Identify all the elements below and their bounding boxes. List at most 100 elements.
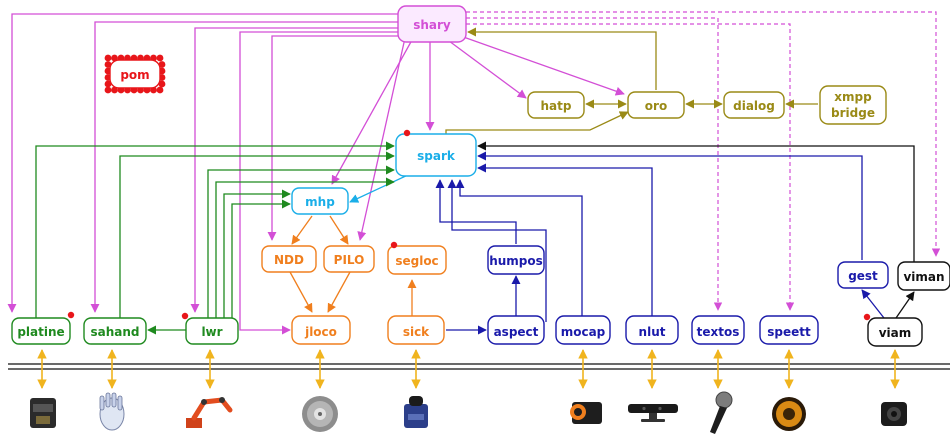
node-label: dialog bbox=[733, 99, 775, 113]
node-label: PILO bbox=[334, 253, 365, 267]
node-label: textos bbox=[697, 325, 740, 339]
node-label: segloc bbox=[395, 254, 438, 268]
node-label: viam bbox=[879, 326, 912, 340]
status-dot bbox=[67, 311, 75, 319]
edge-lwr-spark-a bbox=[207, 165, 395, 318]
node-viam[interactable]: viam bbox=[863, 313, 923, 347]
edge-lwr-mhp-a bbox=[223, 189, 291, 318]
node-nlut[interactable]: nlut bbox=[625, 315, 679, 345]
pom-border-dot bbox=[158, 80, 166, 88]
device-icons bbox=[30, 391, 907, 434]
node-aspect[interactable]: aspect bbox=[487, 315, 545, 345]
node-sahand[interactable]: sahand bbox=[83, 317, 147, 345]
edge-shary-pilo bbox=[357, 37, 406, 241]
edge-shary-ndd bbox=[267, 35, 398, 241]
edge-shary-sahand bbox=[90, 21, 398, 313]
node-hatp[interactable]: hatp bbox=[527, 91, 585, 119]
edge-shary-viman bbox=[466, 11, 941, 257]
node-label: NDD bbox=[274, 253, 304, 267]
edge-lwr-mhp-b bbox=[231, 199, 291, 318]
node-label: gest bbox=[848, 269, 878, 283]
edge-sahand-spark bbox=[119, 151, 395, 318]
pom-border-dot bbox=[104, 54, 112, 62]
edge-spark-mhp bbox=[349, 173, 411, 203]
hardware-bus bbox=[8, 363, 950, 370]
edge-ndd-jloco bbox=[289, 271, 313, 313]
pom-border-dot bbox=[156, 86, 164, 94]
node-label: jloco bbox=[304, 325, 337, 339]
node-label: oro bbox=[645, 99, 667, 113]
edge-shary-jloco bbox=[239, 31, 398, 335]
node-platine[interactable]: platine bbox=[11, 311, 75, 345]
wheel-device-icon bbox=[302, 396, 338, 432]
node-spark[interactable]: spark bbox=[395, 129, 477, 177]
node-humpos[interactable]: humpos bbox=[487, 245, 545, 275]
node-oro[interactable]: oro bbox=[627, 91, 685, 119]
node-label-line2: bridge bbox=[831, 106, 875, 120]
mocap-device-icon bbox=[570, 402, 602, 424]
camera-device-icon bbox=[881, 402, 907, 426]
edge-shary-hatp bbox=[444, 37, 527, 99]
node-pom[interactable]: pom bbox=[104, 54, 166, 94]
edge-mocap-spark bbox=[455, 179, 583, 316]
status-dot bbox=[181, 312, 189, 320]
node-gest[interactable]: gest bbox=[837, 261, 889, 289]
node-label: lwr bbox=[201, 325, 222, 339]
edge-nlut-spark bbox=[477, 163, 653, 316]
node-mhp[interactable]: mhp bbox=[291, 187, 349, 215]
kinect-device-icon bbox=[628, 404, 678, 422]
edge-gest-spark bbox=[477, 151, 863, 260]
hand-device-icon bbox=[99, 392, 125, 431]
pom-border-dot bbox=[156, 54, 164, 62]
node-textos[interactable]: textos bbox=[691, 315, 745, 345]
edge-lwr-spark-b bbox=[215, 177, 395, 318]
edge-platine-spark bbox=[35, 141, 395, 318]
edge-shary-platine bbox=[7, 13, 398, 313]
node-label: humpos bbox=[489, 254, 543, 268]
node-speett[interactable]: speett bbox=[759, 315, 819, 345]
status-dot bbox=[863, 313, 871, 321]
edge-shary-lwr bbox=[190, 27, 398, 313]
node-label: platine bbox=[17, 325, 64, 339]
edge-shary-mhp bbox=[331, 39, 413, 185]
node-segloc[interactable]: segloc bbox=[387, 241, 447, 275]
node-label: sahand bbox=[90, 325, 139, 339]
node-viman[interactable]: viman bbox=[897, 261, 950, 291]
node-ndd[interactable]: NDD bbox=[261, 245, 317, 273]
edge-spark-oro bbox=[445, 111, 629, 134]
node-dialog[interactable]: dialog bbox=[723, 91, 785, 119]
edge-mhp-ndd bbox=[291, 215, 313, 245]
edge-pilo-jloco bbox=[327, 271, 351, 313]
status-dot bbox=[390, 241, 398, 249]
node-label: aspect bbox=[494, 325, 539, 339]
node-label: shary bbox=[413, 18, 451, 32]
node-xmpp-bridge[interactable]: xmpp bridge bbox=[819, 85, 887, 125]
edge-humpos-spark bbox=[435, 179, 517, 244]
edges bbox=[7, 11, 941, 335]
node-label: hatp bbox=[541, 99, 572, 113]
edge-mhp-pilo bbox=[329, 215, 349, 245]
pom-border-dot bbox=[104, 86, 112, 94]
node-label: pom bbox=[120, 68, 149, 82]
robot-arm-device-icon bbox=[186, 397, 233, 428]
edge-aspect-spark bbox=[447, 179, 547, 322]
node-pilo[interactable]: PILO bbox=[323, 245, 375, 273]
edge-viam-gest bbox=[861, 289, 885, 319]
platine-device-icon bbox=[30, 398, 56, 428]
hardware-links bbox=[37, 349, 900, 389]
node-sick[interactable]: sick bbox=[387, 315, 445, 345]
node-jloco[interactable]: jloco bbox=[291, 315, 351, 345]
node-label: spark bbox=[417, 149, 456, 163]
node-mocap[interactable]: mocap bbox=[555, 315, 611, 345]
edge-shary-speett bbox=[466, 23, 795, 311]
microphone-device-icon bbox=[710, 391, 733, 434]
edge-oro-shary bbox=[467, 27, 657, 90]
pom-border-dot bbox=[104, 80, 112, 88]
edge-viam-viman bbox=[895, 291, 915, 319]
node-label: nlut bbox=[639, 325, 666, 339]
edge-shary-oro bbox=[454, 32, 625, 96]
node-shary[interactable]: shary bbox=[397, 5, 467, 43]
speaker-device-icon bbox=[772, 397, 806, 431]
node-lwr[interactable]: lwr bbox=[181, 312, 239, 345]
